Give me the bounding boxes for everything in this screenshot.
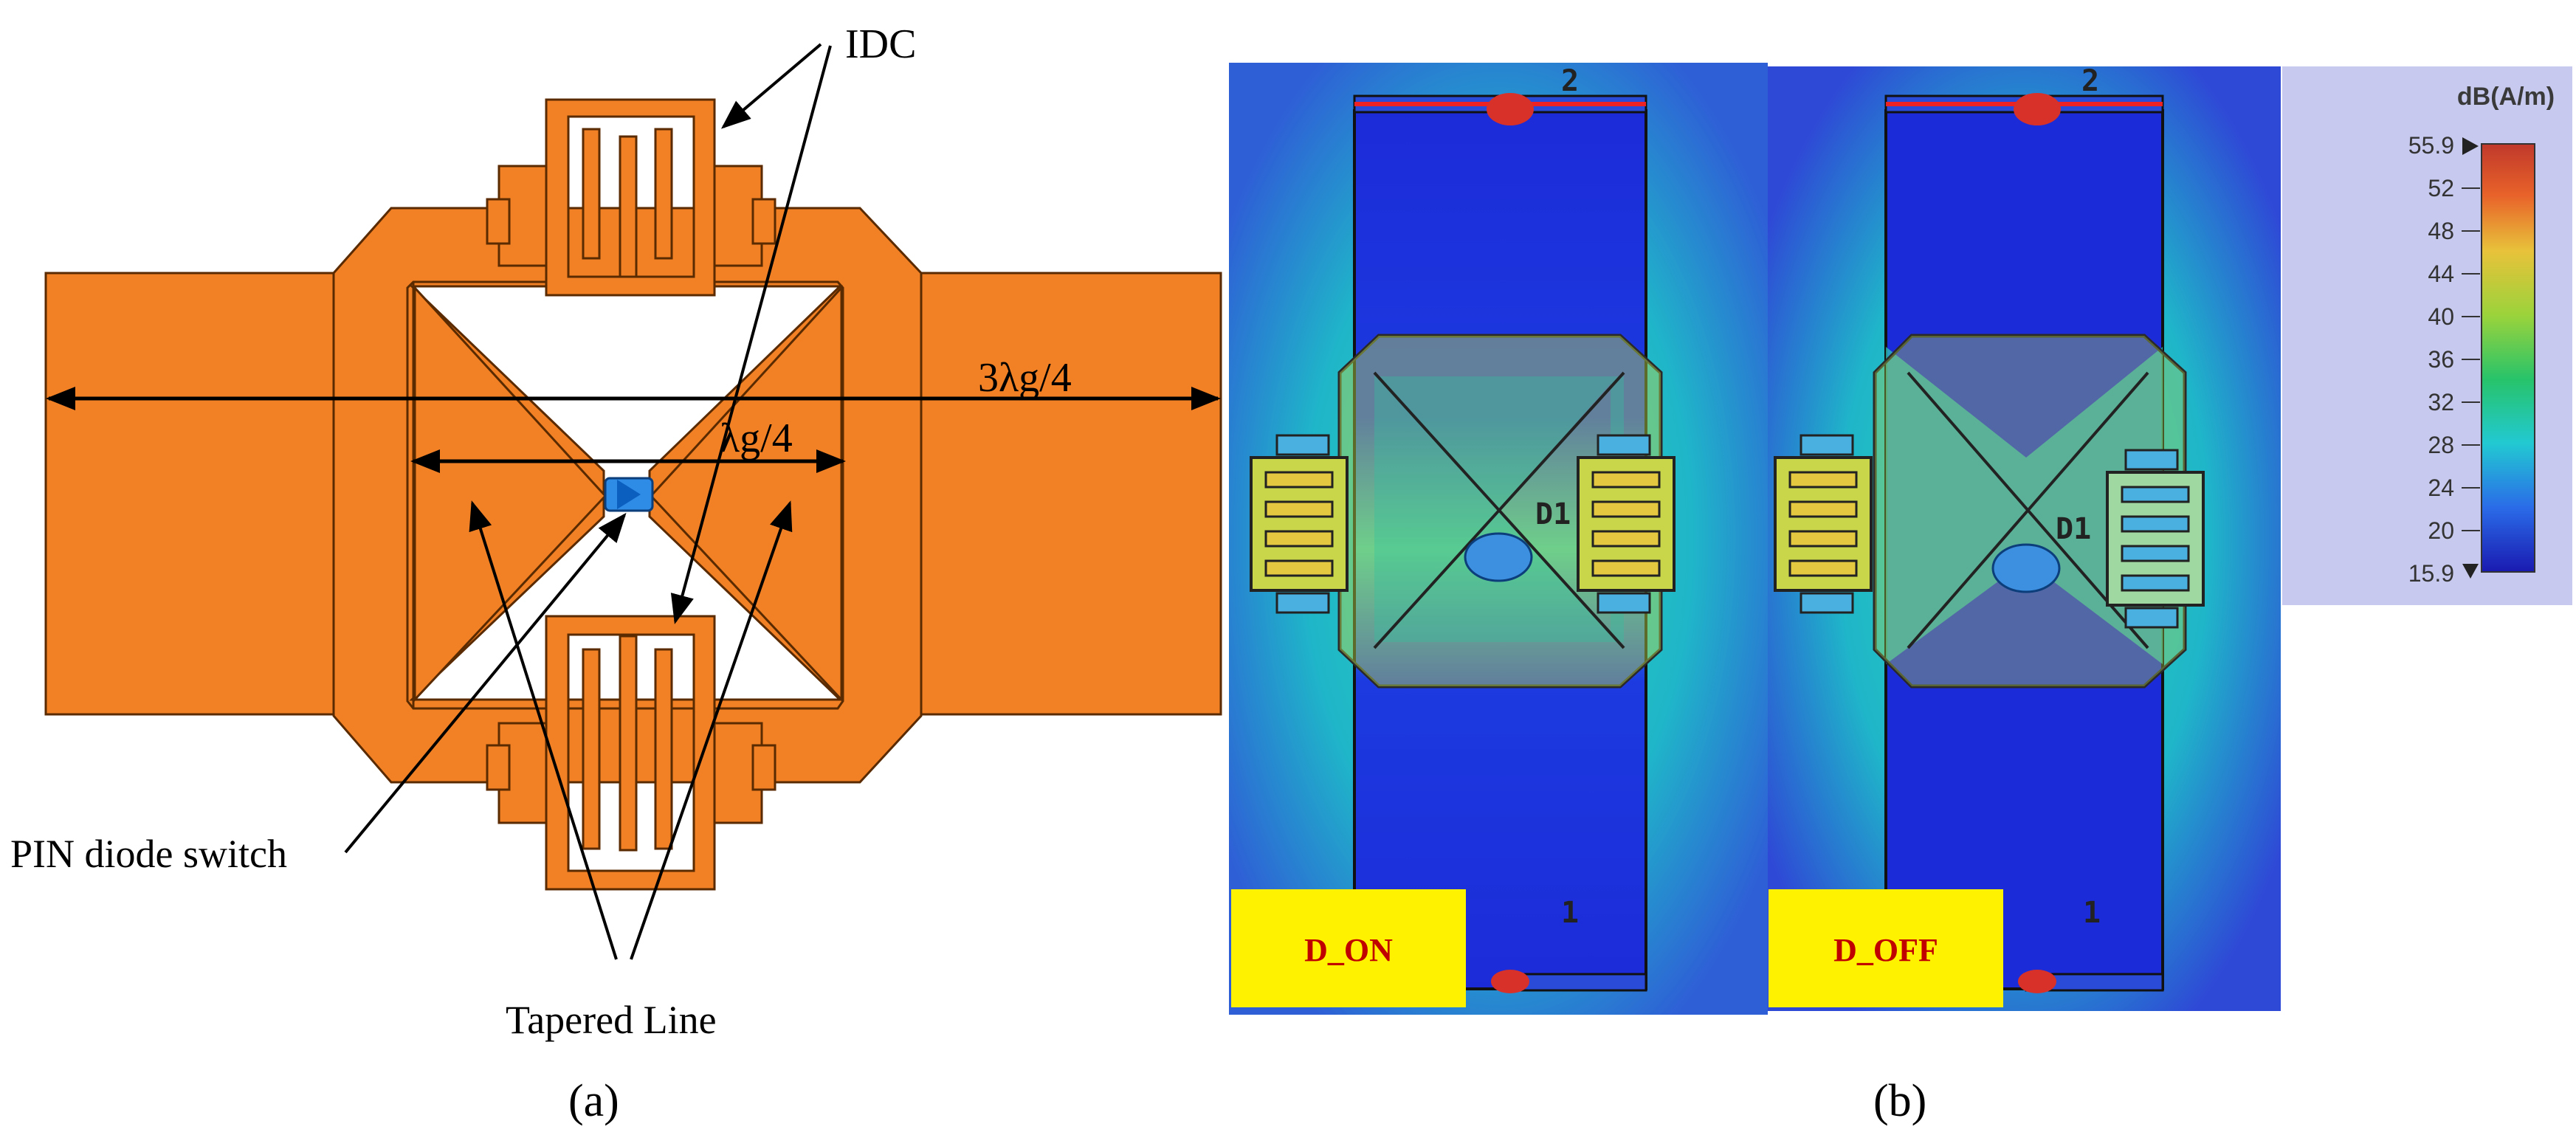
port-bottom-off: 1 — [2083, 896, 2101, 930]
colorbar-tick-label: 28 — [2428, 432, 2454, 458]
colorbar-unit: dB(A/m) — [2457, 83, 2555, 111]
port-bottom-on: 1 — [1561, 896, 1579, 930]
diode-on — [1464, 532, 1533, 582]
diode-ref-on: D1 — [1535, 497, 1571, 531]
diode-off — [1991, 543, 2061, 593]
colorbar-max: 55.9 — [2408, 132, 2454, 159]
colorbar-gradient — [2481, 143, 2535, 573]
ring-off — [1873, 334, 2187, 689]
port2-marker-off — [2014, 93, 2061, 125]
colorbar-tick-label: 20 — [2428, 517, 2454, 544]
port1-marker-on — [1491, 970, 1529, 993]
panel-a-layout: IDC 3λg/4 λg/4 PIN diode switch Tapered … — [10, 21, 1222, 1126]
length-total-label: 3λg/4 — [978, 355, 1072, 401]
idc-left-on — [1250, 434, 1349, 614]
colorbar-tick-label: 24 — [2428, 475, 2454, 501]
colorbar-tick-label: 48 — [2428, 218, 2454, 244]
port2-marker-on — [1487, 93, 1534, 125]
idc-left-off — [1774, 434, 1873, 614]
diode-pointer — [344, 512, 627, 854]
colorbar-tick-label: 32 — [2428, 389, 2454, 415]
tapered-line-label: Tapered Line — [506, 998, 717, 1042]
sim-d-off: 2 1 D1 D_OFF — [1768, 64, 2281, 1011]
colorbar-ticks: 52 48 44 40 36 32 28 24 20 — [2428, 175, 2480, 544]
idc-right-on — [1577, 434, 1676, 614]
tapered-pointer-right — [630, 500, 793, 960]
colorbar: dB(A/m) 55.9 15.9 52 48 44 40 36 32 28 24 20 — [2282, 66, 2572, 605]
colorbar-tick-label: 44 — [2428, 261, 2454, 287]
idc-label: IDC — [845, 21, 916, 67]
sim-d-on: 2 1 D1 D_ON — [1229, 63, 1768, 1015]
port1-marker-off — [2018, 970, 2056, 993]
max-marker-icon — [2462, 137, 2479, 155]
colorbar-tick-label: 40 — [2428, 303, 2454, 330]
diode-ref-off: D1 — [2056, 512, 2091, 546]
diode-label: PIN diode switch — [10, 832, 287, 876]
state-box-on — [1231, 889, 1466, 1007]
pin-diode — [604, 477, 654, 512]
idc-top — [486, 98, 776, 297]
state-on-label: D_ON — [1304, 932, 1393, 968]
octagon-ring — [332, 207, 923, 784]
colorbar-tick-label: 36 — [2428, 346, 2454, 373]
idc-bottom — [486, 615, 776, 891]
caption-b: (b) — [1873, 1076, 1926, 1126]
tapered-pointer-left — [469, 500, 618, 960]
idc-right-off — [2106, 449, 2205, 629]
length-quarter-label: λg/4 — [720, 415, 793, 461]
idc-pointer-bottom — [670, 45, 832, 624]
colorbar-tick-label: 52 — [2428, 175, 2454, 201]
port-top-off: 2 — [2081, 64, 2099, 98]
idc-pointer-top — [720, 43, 822, 129]
caption-a: (a) — [568, 1076, 619, 1126]
state-off-label: D_OFF — [1833, 932, 1938, 968]
min-marker-icon — [2462, 564, 2479, 579]
colorbar-min: 15.9 — [2408, 560, 2454, 587]
state-box-off — [1769, 889, 2003, 1007]
panel-b-simulation: 2 1 D1 D_ON — [1229, 63, 2572, 1126]
port-top-on: 2 — [1561, 64, 1579, 98]
